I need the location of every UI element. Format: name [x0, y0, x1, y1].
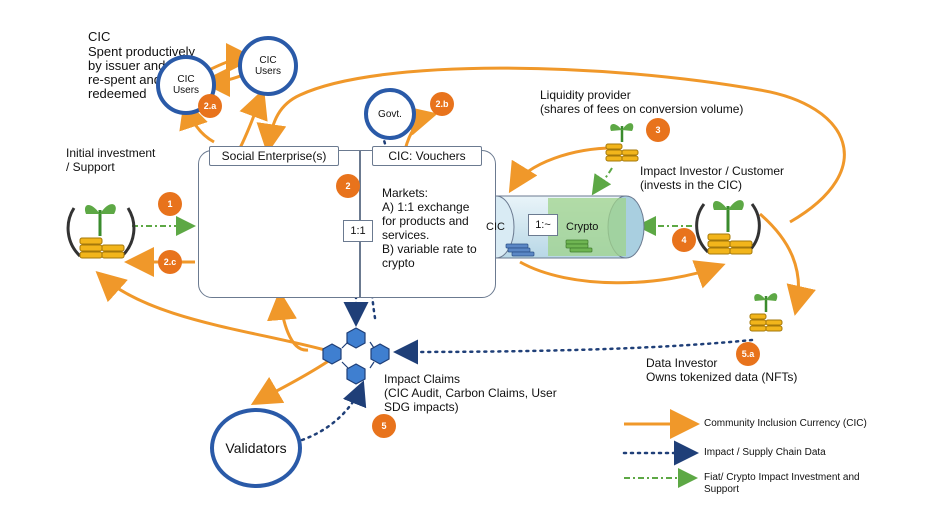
legend-impact: Impact / Supply Chain Data: [704, 447, 826, 458]
coin-plant-icon: [66, 204, 136, 259]
cic-vouchers-title: CIC: Vouchers: [372, 146, 482, 166]
step-badge-2: 2: [336, 174, 360, 198]
step-badge-1: 1: [158, 192, 182, 216]
liquidity-provider-label: Liquidity provider (shares of fees on co…: [540, 88, 744, 116]
blockchain-icon: [322, 327, 390, 385]
impact-investor-label: Impact Investor / Customer (invests in t…: [640, 164, 785, 192]
cic-vouchers-box: [360, 150, 496, 298]
pool-crypto-label: Crypto: [566, 221, 599, 233]
step-badge-2a: 2.a: [198, 94, 222, 118]
social-enterprise-box: [198, 150, 360, 298]
legend-lines: [622, 409, 700, 488]
cic-note-title: CIC: [88, 29, 111, 44]
step-badge-5: 5: [372, 414, 396, 438]
step-badge-3: 3: [646, 118, 670, 142]
cic-users-node: CIC Users: [238, 36, 298, 96]
impact-claims-label: Impact Claims (CIC Audit, Carbon Claims,…: [384, 372, 557, 414]
pool-cic-label: CIC: [486, 221, 505, 233]
social-enterprise-title: Social Enterprise(s): [209, 146, 339, 166]
coin-plant-icon: [749, 293, 783, 332]
govt-node: Govt.: [364, 88, 416, 140]
pool-ratio-box: 1:~: [528, 214, 558, 236]
legend-cic: Community Inclusion Currency (CIC): [704, 418, 867, 429]
cic-flow-lines: [95, 43, 846, 406]
markets-description: Markets: A) 1:1 exchange for products an…: [382, 186, 477, 270]
step-badge-2b: 2.b: [430, 92, 454, 116]
exchange-ratio-box: 1:1: [343, 220, 373, 242]
validators-node: Validators: [210, 408, 302, 488]
coin-plant-icon: [605, 123, 639, 162]
coin-plant-icon: [695, 200, 761, 255]
step-badge-5a: 5.a: [736, 342, 760, 366]
data-investor-label: Data Investor Owns tokenized data (NFTs): [646, 356, 798, 384]
step-badge-2c: 2.c: [158, 250, 182, 274]
fiat-flow-lines: [132, 167, 692, 236]
legend-fiat: Fiat/ Crypto Impact Investment and Suppo…: [704, 472, 860, 495]
initial-investment-label: Initial investment / Support: [66, 146, 156, 174]
cic-note-body: Spent productively by issuer and re-spen…: [88, 44, 195, 101]
step-badge-4: 4: [672, 228, 696, 252]
